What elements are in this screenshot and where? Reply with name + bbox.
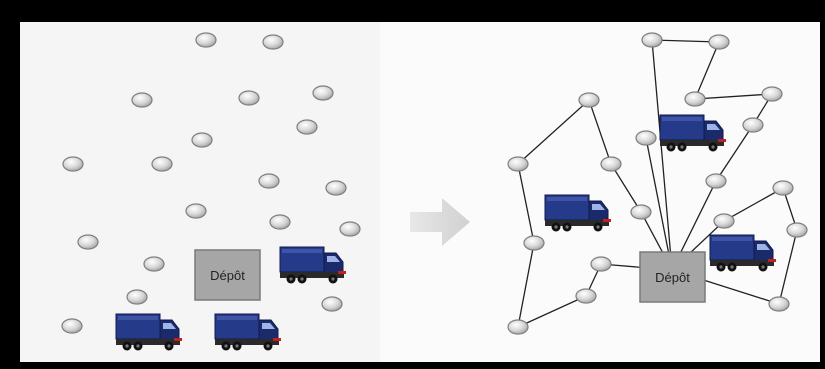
- customer-node: [713, 213, 735, 229]
- customer-node: [77, 234, 99, 250]
- customer-nodes-left: [61, 32, 361, 334]
- customer-node: [772, 180, 794, 196]
- left-panel-unrouted: Dépôt: [61, 32, 361, 351]
- customer-node: [195, 32, 217, 48]
- customer-node: [684, 91, 706, 107]
- customer-node: [185, 203, 207, 219]
- frame-border-left: [0, 0, 20, 369]
- route-line: [671, 187, 798, 305]
- customer-node: [238, 90, 260, 106]
- customer-node: [590, 256, 612, 272]
- customer-node: [600, 156, 622, 172]
- customer-node: [339, 221, 361, 237]
- left-panel-shade: [20, 22, 380, 362]
- depot-left: Dépôt: [194, 249, 261, 301]
- customer-node: [321, 296, 343, 312]
- customer-node: [742, 117, 764, 133]
- depot-box: [194, 249, 261, 301]
- customer-node: [575, 288, 597, 304]
- customer-node: [126, 289, 148, 305]
- customer-node: [761, 86, 783, 102]
- arrow-icon: [410, 198, 470, 246]
- route-line: [517, 98, 673, 329]
- customer-node: [768, 296, 790, 312]
- customer-node: [296, 119, 318, 135]
- customer-node: [191, 132, 213, 148]
- customer-node: [578, 92, 600, 108]
- depot-label: Dépôt: [210, 268, 245, 283]
- customer-nodes-right: [507, 32, 808, 335]
- customer-node: [262, 34, 284, 50]
- customer-node: [131, 92, 153, 108]
- customer-node: [61, 318, 83, 334]
- customer-node: [635, 130, 657, 146]
- customer-node: [641, 32, 663, 48]
- depot-box: [639, 251, 706, 303]
- customer-node: [325, 180, 347, 196]
- customer-node: [258, 173, 280, 189]
- depot-label: Dépôt: [655, 270, 690, 285]
- customer-node: [62, 156, 84, 172]
- customer-node: [507, 319, 529, 335]
- frame-border-top: [0, 0, 825, 22]
- customer-node: [523, 235, 545, 251]
- frame-border-right: [820, 0, 825, 369]
- customer-node: [705, 173, 727, 189]
- depot-right: Dépôt: [639, 251, 706, 303]
- customer-node: [708, 34, 730, 50]
- customer-node: [630, 204, 652, 220]
- customer-node: [507, 156, 529, 172]
- customer-node: [312, 85, 334, 101]
- route-lines: [517, 39, 798, 329]
- right-panel-routes: Dépôt: [507, 32, 808, 335]
- route-line: [651, 39, 774, 271]
- customer-node: [143, 256, 165, 272]
- frame-border-bottom: [0, 362, 825, 369]
- customer-node: [786, 222, 808, 238]
- customer-node: [151, 156, 173, 172]
- route-line: [645, 137, 673, 271]
- customer-node: [269, 214, 291, 230]
